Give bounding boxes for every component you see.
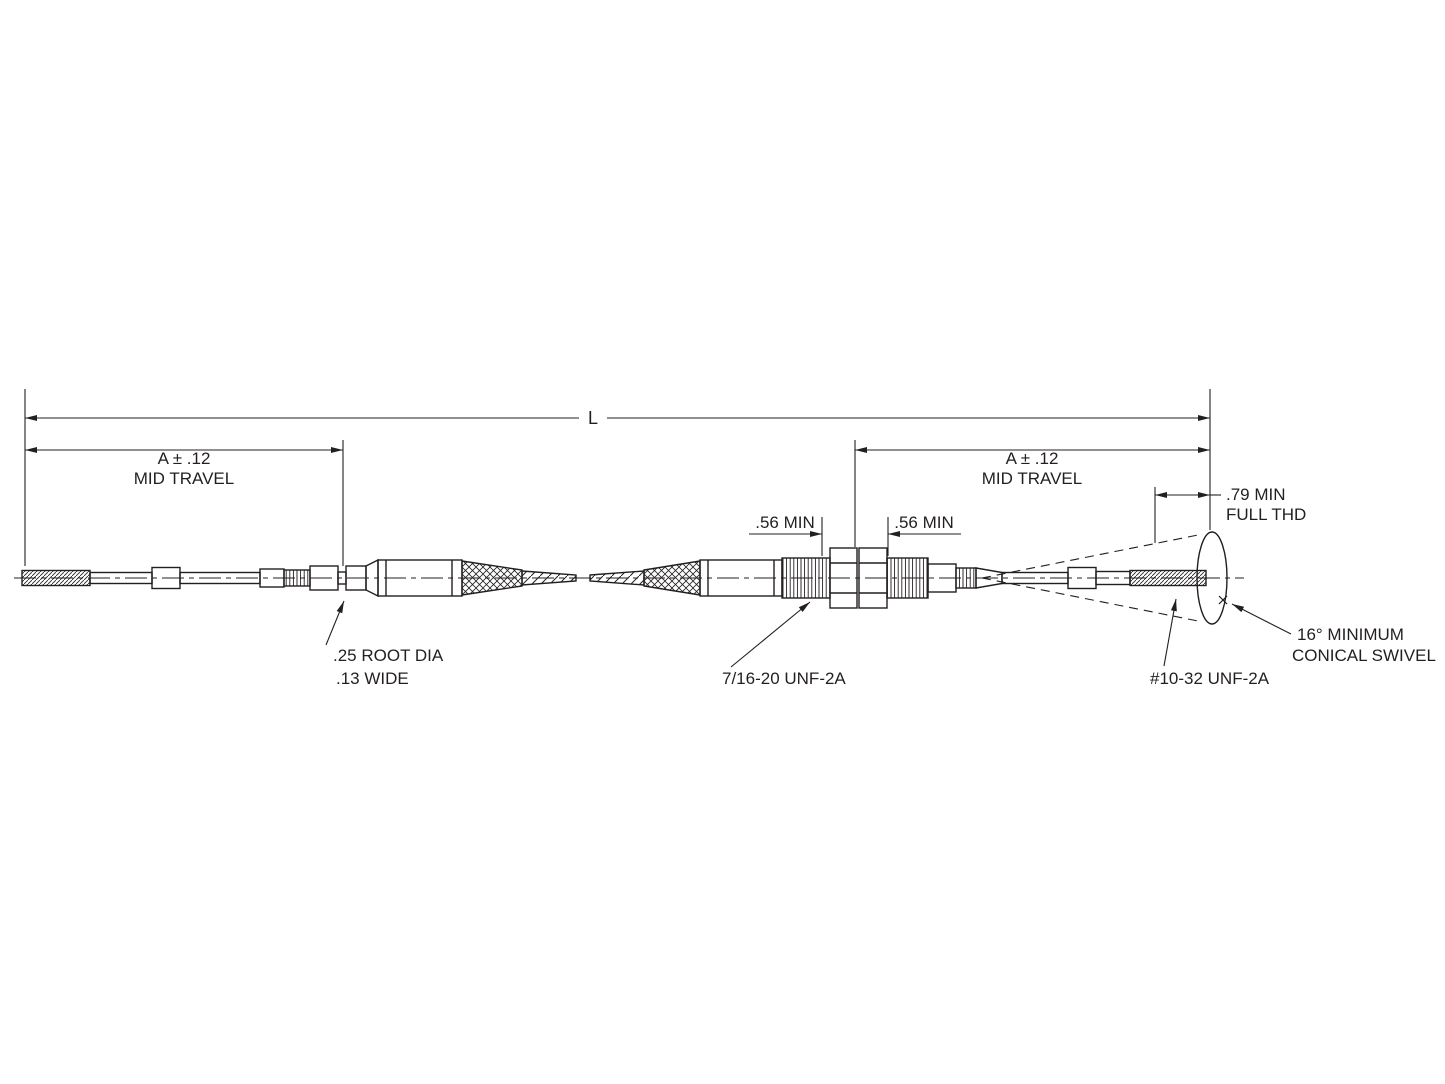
right-wire-wrap [643, 560, 701, 596]
dim-A-right-value: A ± .12 [1006, 449, 1059, 468]
dim-min-right-value: .56 MIN [894, 513, 954, 532]
swivel-ellipse [1196, 531, 1228, 625]
left-threaded-rod [21, 569, 91, 587]
callout-end-thread: #10-32 UNF-2A [1150, 598, 1270, 688]
callout-bulkhead-thread-label: 7/16-20 UNF-2A [722, 669, 846, 688]
dimension-overall-length: L [25, 408, 1210, 428]
dim-min-left-value: .56 MIN [755, 513, 815, 532]
bulkhead-nut-1 [829, 547, 858, 609]
right-threaded-rod [1129, 569, 1207, 587]
swivel-cone-dashed [981, 534, 1199, 622]
bulkhead-thread-left [781, 557, 831, 599]
callout-root-dia-line2: .13 WIDE [336, 669, 409, 688]
cable-right [589, 570, 645, 586]
dim-full-thread-caption: FULL THD [1226, 505, 1306, 524]
callout-bulkhead-thread: 7/16-20 UNF-2A [722, 601, 846, 688]
left-thread-section [283, 569, 311, 587]
dimension-mid-travel-left: A ± .12 MID TRAVEL [25, 447, 343, 488]
callout-end-thread-label: #10-32 UNF-2A [1150, 669, 1270, 688]
right-thread-neck [955, 567, 977, 589]
dimension-min-left: .56 MIN [749, 513, 822, 537]
dim-A-right-caption: MID TRAVEL [982, 469, 1082, 488]
dimension-full-thread: .79 MIN FULL THD [1155, 485, 1306, 524]
swivel-x-mark [1218, 595, 1228, 605]
callout-conical-swivel-line2: CONICAL SWIVEL [1292, 646, 1436, 665]
callout-root-dia-line1: .25 ROOT DIA [333, 646, 444, 665]
cable-left [521, 570, 577, 586]
dim-A-left-caption: MID TRAVEL [134, 469, 234, 488]
dim-A-left-value: A ± .12 [158, 449, 211, 468]
callout-conical-swivel-line1: 16° MINIMUM [1297, 625, 1404, 644]
dim-L-label: L [588, 408, 598, 428]
dimension-min-right: .56 MIN [888, 513, 961, 537]
bulkhead-thread-right [886, 557, 929, 599]
dim-full-thread-value: .79 MIN [1226, 485, 1286, 504]
callout-conical-swivel: 16° MINIMUM CONICAL SWIVEL [1231, 603, 1436, 665]
dimension-mid-travel-right: A ± .12 MID TRAVEL [855, 447, 1210, 488]
left-wire-wrap [461, 560, 523, 596]
cable-assembly [21, 531, 1228, 625]
callout-root-dia: .25 ROOT DIA .13 WIDE [325, 600, 444, 688]
